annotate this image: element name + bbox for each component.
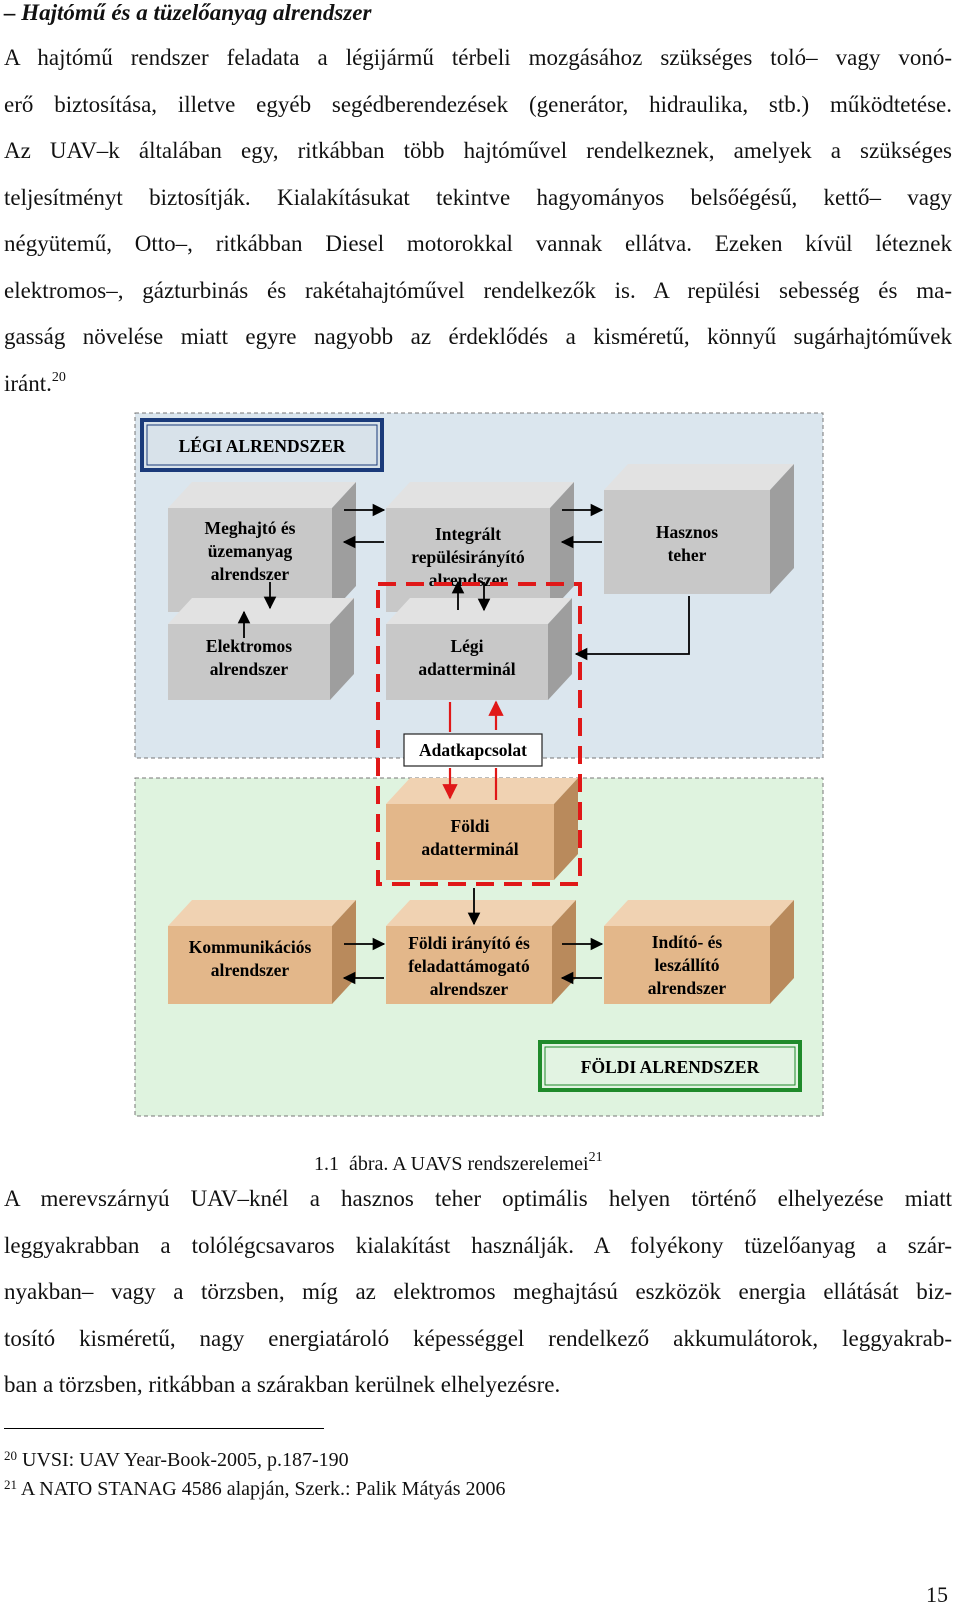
data-link-arrows xyxy=(442,700,504,800)
svg-text:feladattámogató: feladattámogató xyxy=(408,956,530,976)
paragraph-text: iránt. xyxy=(4,370,52,396)
svg-text:Légi: Légi xyxy=(450,636,483,656)
paragraph-line-last: iránt.20 xyxy=(4,361,952,408)
air-subsystem-title: LÉGI ALRENDSZER xyxy=(140,418,384,472)
paragraph-line: leggyakrabban a tolólégcsavaros kialakít… xyxy=(4,1232,952,1258)
footnote-text: A NATO STANAG 4586 alapján, Szerk.: Pali… xyxy=(20,1478,506,1500)
footnote-text: UVSI: UAV Year-Book-2005, p.187-190 xyxy=(22,1449,349,1471)
box-propulsion: Meghajtó és üzemanyag alrendszer xyxy=(168,482,356,612)
data-link-enclosure xyxy=(376,582,582,886)
paragraph-line: ban a törzsben, ritkábban a szárakban ke… xyxy=(4,1372,561,1397)
footnote-ref-20[interactable]: 20 xyxy=(51,369,66,385)
svg-text:LÉGI ALRENDSZER: LÉGI ALRENDSZER xyxy=(179,436,346,456)
svg-text:leszállító: leszállító xyxy=(654,955,719,975)
box-payload: Hasznos teher xyxy=(604,464,794,594)
paragraph-line: nyakban– vagy a törzsben, míg az elektro… xyxy=(4,1279,952,1304)
paragraph-propulsion: A hajtómű rendszer feladata a légijármű … xyxy=(4,35,952,407)
svg-text:alrendszer: alrendszer xyxy=(429,570,508,590)
page-number: 15 xyxy=(926,1582,948,1607)
paragraph-line: A merevszárnyú UAV–knél a hasznos teher … xyxy=(4,1186,952,1211)
svg-text:Földi irányító és: Földi irányító és xyxy=(408,933,530,953)
footnote-number: 21 xyxy=(4,1477,17,1492)
data-link-label: Adatkapcsolat xyxy=(403,733,543,767)
paragraph-line: elektromos–, gázturbinás és rakétahajtóm… xyxy=(4,277,952,303)
box-launch-recovery: Indító- és leszállító alrendszer xyxy=(604,900,794,1004)
uavs-diagram: LÉGI ALRENDSZER FÖLDI ALRENDSZER Meghajt… xyxy=(134,412,824,1117)
svg-text:Adatkapcsolat: Adatkapcsolat xyxy=(419,740,527,760)
ground-subsystem-title: FÖLDI ALRENDSZER xyxy=(538,1040,802,1092)
svg-text:FÖLDI ALRENDSZER: FÖLDI ALRENDSZER xyxy=(581,1057,760,1077)
svg-text:Elektromos: Elektromos xyxy=(206,636,292,656)
svg-text:alrendszer: alrendszer xyxy=(211,960,290,980)
paragraph-fixed-wing: A merevszárnyú UAV–knél a hasznos teher … xyxy=(4,1176,952,1409)
footnote-divider xyxy=(4,1428,324,1429)
footnote-20: 20 UVSI: UAV Year-Book-2005, p.187-190 xyxy=(4,1448,349,1472)
paragraph-line: négyütemű, Otto–, ritkábban Diesel motor… xyxy=(4,231,952,256)
svg-text:adatterminál: adatterminál xyxy=(421,839,518,859)
svg-text:Meghajtó és: Meghajtó és xyxy=(205,518,296,538)
box-communication: Kommunikációs alrendszer xyxy=(168,900,356,1004)
svg-text:Indító- és: Indító- és xyxy=(652,932,723,952)
svg-text:alrendszer: alrendszer xyxy=(648,978,727,998)
air-arrows xyxy=(237,503,690,985)
box-electric: Elektromos alrendszer xyxy=(168,598,354,700)
footnote-21: 21 A NATO STANAG 4586 alapján, Szerk.: P… xyxy=(4,1477,506,1501)
svg-text:alrendszer: alrendszer xyxy=(210,659,289,679)
svg-text:adatterminál: adatterminál xyxy=(418,659,515,679)
svg-text:alrendszer: alrendszer xyxy=(211,564,290,584)
box-ground-control: Földi irányító és feladattámogató alrend… xyxy=(386,900,576,1004)
svg-text:alrendszer: alrendszer xyxy=(430,979,509,999)
box-air-terminal: Légi adatterminál xyxy=(386,598,572,700)
svg-text:üzemanyag: üzemanyag xyxy=(208,541,293,561)
svg-text:Földi: Földi xyxy=(451,816,490,836)
paragraph-line: erő biztosítása, illetve egyéb segédbere… xyxy=(4,91,952,117)
box-flight-control: Integrált repülésirányító alrendszer xyxy=(386,482,574,612)
paragraph-line: Az UAV–k általában egy, ritkábban több h… xyxy=(4,138,952,163)
svg-text:repülésirányító: repülésirányító xyxy=(411,547,525,567)
footnote-number: 20 xyxy=(4,1448,17,1463)
paragraph-line: teljesítményt biztosítják. Kialakításuka… xyxy=(4,184,952,210)
svg-text:Integrált: Integrált xyxy=(435,524,501,544)
figure-number: 1.1 xyxy=(314,1153,339,1175)
figure-caption-text: ábra. A UAVS rendszerelemei xyxy=(349,1153,589,1175)
paragraph-line: tosító kisméretű, nagy energiatároló kép… xyxy=(4,1325,952,1351)
section-heading: – Hajtómű és a tüzelőanyag alrendszer xyxy=(4,0,372,25)
figure-caption: 1.1 ábra. A UAVS rendszerelemei21 xyxy=(314,1150,714,1176)
box-ground-terminal: Földi adatterminál xyxy=(386,778,578,880)
svg-text:Kommunikációs: Kommunikációs xyxy=(189,937,312,957)
svg-text:teher: teher xyxy=(668,545,707,565)
svg-text:Hasznos: Hasznos xyxy=(656,522,718,542)
paragraph-line: A hajtómű rendszer feladata a légijármű … xyxy=(4,45,952,70)
paragraph-line: gasság növelése miatt egyre nagyobb az é… xyxy=(4,324,952,349)
footnote-ref-21[interactable]: 21 xyxy=(588,1150,603,1165)
